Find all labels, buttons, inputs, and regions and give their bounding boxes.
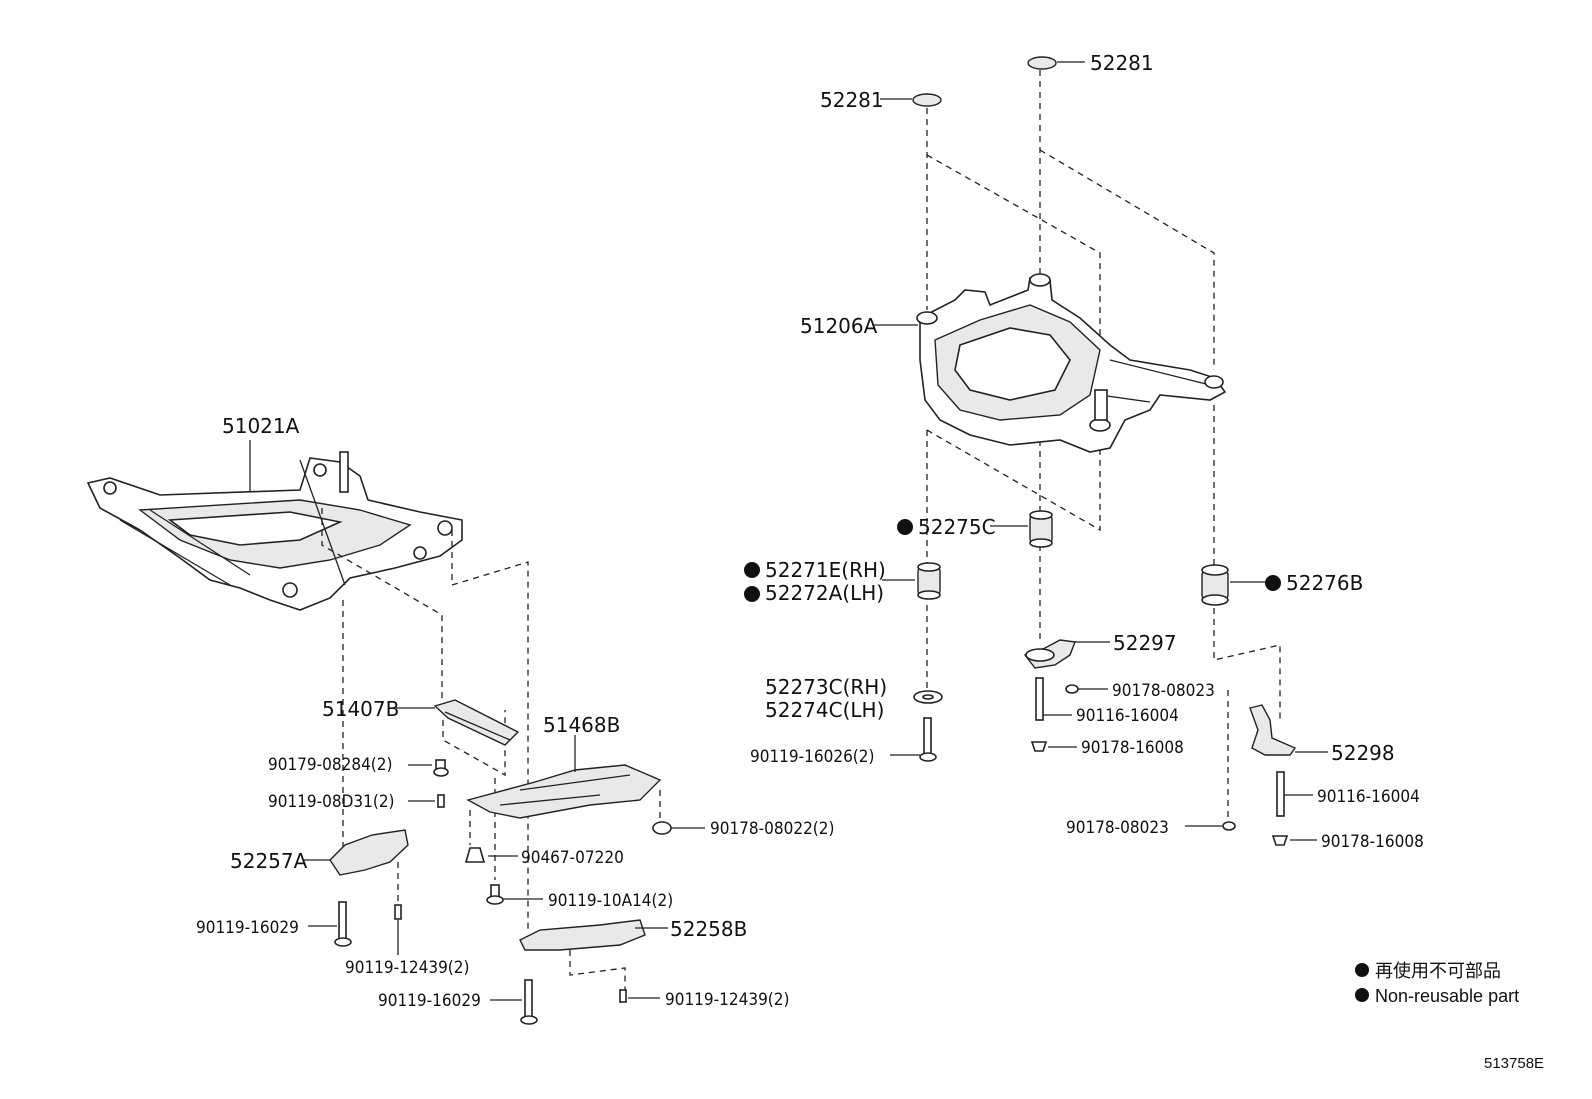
bushing-52275C — [1029, 510, 1053, 548]
label-90119-12439-bottom: 90119-12439(2) — [665, 990, 789, 1010]
bolt-90119-10A14 — [486, 884, 504, 905]
non-reusable-marker-52271E — [744, 562, 760, 578]
bolt-90119-16029-left — [334, 901, 352, 947]
label-90119-10A14: 90119-10A14(2) — [548, 891, 673, 911]
legend: 再使用不可部品 Non-reusable part — [1355, 961, 1519, 1006]
label-52298: 52298 — [1331, 741, 1395, 765]
label-90116-16004-left: 90116-16004 — [1076, 706, 1179, 726]
nut-90178-16008-right — [1271, 835, 1289, 846]
label-51468B: 51468B — [543, 713, 620, 737]
nut-90178-08022 — [652, 821, 672, 835]
label-52275C: 52275C — [918, 515, 996, 539]
label-52281-right: 52281 — [1090, 51, 1154, 75]
label-90119-16029-bottom: 90119-16029 — [378, 991, 481, 1011]
label-52274C: 52274C(LH) — [765, 698, 884, 722]
label-52258B: 52258B — [670, 917, 747, 941]
bolt-90119-16026 — [919, 717, 937, 762]
legend-text-jp: 再使用不可部品 — [1375, 961, 1501, 981]
bracket-52258B — [519, 919, 646, 951]
label-90178-16008-left: 90178-16008 — [1081, 738, 1184, 758]
plate-51407B — [433, 699, 520, 746]
legend-bullet-jp — [1355, 963, 1369, 977]
bolt-90119-08D31 — [437, 794, 445, 808]
stud-90116-16004-left — [1035, 677, 1044, 721]
label-90119-16026: 90119-16026(2) — [750, 747, 874, 767]
bushing-52276B — [1201, 564, 1229, 606]
label-52272A: 52272A(LH) — [765, 581, 884, 605]
cover-51468B — [466, 764, 662, 819]
label-52257A: 52257A — [230, 849, 308, 873]
bracket-52298 — [1249, 704, 1297, 756]
bolt-90179-08284 — [433, 759, 449, 777]
label-90119-16029-left: 90119-16029 — [196, 918, 299, 938]
bushing-52271E-52272A — [917, 562, 941, 600]
label-51206A: 51206A — [800, 314, 878, 338]
label-90116-16004-right: 90116-16004 — [1317, 787, 1420, 807]
cushion-52281-right — [1027, 56, 1057, 70]
label-90179-08284: 90179-08284(2) — [268, 755, 392, 775]
bolt-90119-16029-bottom — [520, 979, 538, 1025]
legend-text-en: Non-reusable part — [1375, 986, 1519, 1006]
label-90467-07220: 90467-07220 — [521, 848, 624, 868]
label-90178-08023-upper: 90178-08023 — [1112, 681, 1215, 701]
bracket-52297 — [1023, 639, 1076, 669]
label-90178-08022: 90178-08022(2) — [710, 819, 834, 839]
cushion-52281-left — [912, 93, 942, 107]
bolt-90119-12439-left — [394, 904, 402, 920]
bracket-52257A — [329, 829, 409, 876]
label-51021A: 51021A — [222, 414, 300, 438]
label-51407B: 51407B — [322, 697, 399, 721]
nut-90178-16008-left — [1030, 741, 1048, 752]
front-crossmember-51021A — [86, 451, 463, 611]
nut-90178-08023-upper — [1065, 684, 1079, 694]
non-reusable-marker-52275C — [897, 519, 913, 535]
stud-90116-16004-right — [1276, 771, 1285, 817]
label-90119-08D31: 90119-08D31(2) — [268, 792, 395, 812]
legend-bullet-en — [1355, 988, 1369, 1002]
nut-90178-08023-lower — [1222, 821, 1236, 831]
non-reusable-marker-52276B — [1265, 575, 1281, 591]
label-90119-12439-left: 90119-12439(2) — [345, 958, 469, 978]
rear-crossmember-51206A — [916, 273, 1227, 453]
label-52297: 52297 — [1113, 631, 1177, 655]
bolt-90119-12439-bottom — [619, 989, 627, 1003]
label-52281-left: 52281 — [820, 88, 884, 112]
diagram-reference-number: 513758E — [1484, 1055, 1544, 1072]
label-90178-08023-lower: 90178-08023 — [1066, 818, 1169, 838]
label-52276B: 52276B — [1286, 571, 1363, 595]
non-reusable-marker-52272A — [744, 586, 760, 602]
clip-90467-07220 — [464, 847, 486, 863]
washer-52273C-52274C — [913, 690, 943, 704]
label-52273C: 52273C(RH) — [765, 675, 887, 699]
label-90178-16008-right: 90178-16008 — [1321, 832, 1424, 852]
label-52271E: 52271E(RH) — [765, 558, 886, 582]
